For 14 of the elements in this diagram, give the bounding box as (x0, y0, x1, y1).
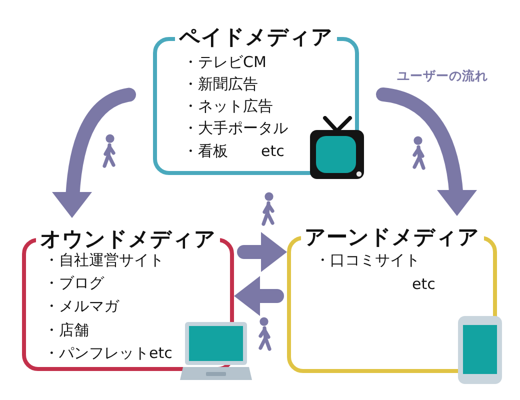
list-item: ・新聞広告 (183, 74, 258, 94)
list-item: ・店舗 (44, 320, 89, 340)
list-item: etc (412, 274, 436, 294)
list-item: ・メルマガ (44, 296, 119, 316)
list-item: ・自社運営サイト (44, 250, 164, 270)
list-item: etc (261, 141, 284, 161)
list-item: ・大手ポータル (183, 118, 288, 138)
list-item: ・テレビCM (183, 52, 266, 72)
list-item: ・看板 (183, 141, 228, 161)
list-item: ・口コミサイト (315, 250, 420, 270)
list-item: ・ネット広告 (183, 96, 273, 116)
list-item: ・パンフレットetc (44, 343, 172, 363)
list-item: ・ブログ (44, 273, 104, 293)
caption: ユーザーの流れ (397, 68, 488, 84)
